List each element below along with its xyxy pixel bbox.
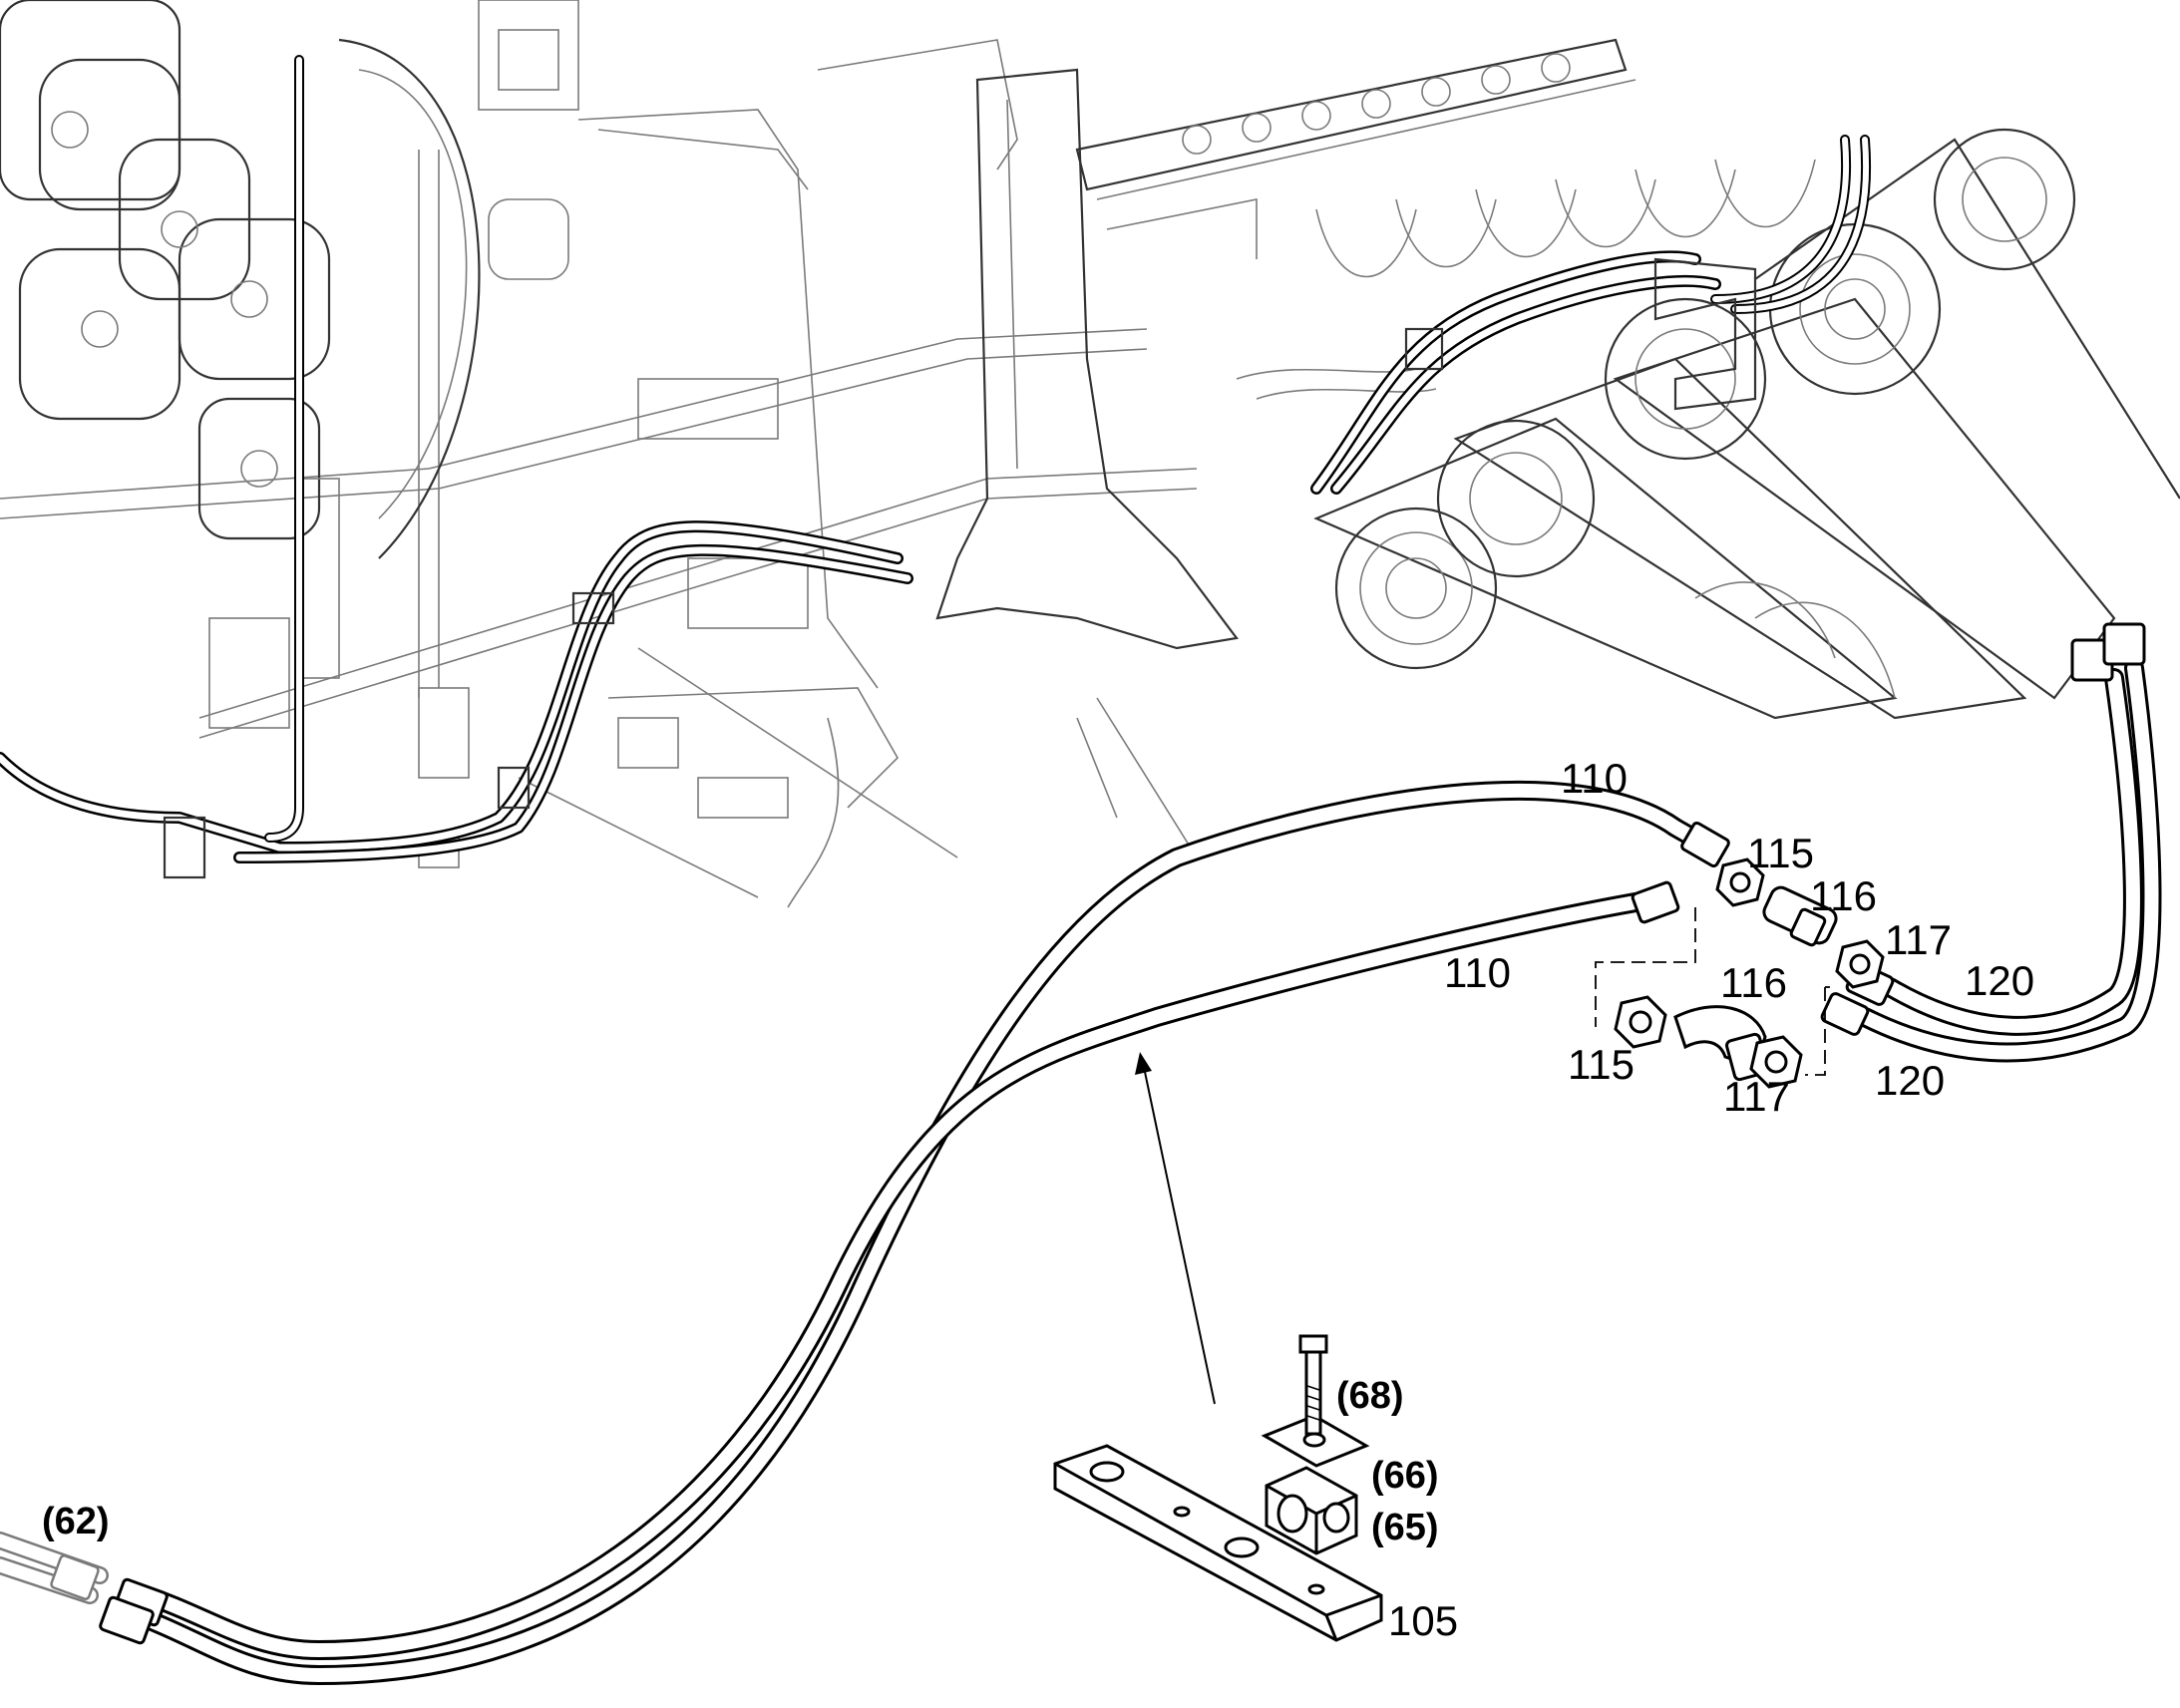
callout-pipe-120-upper: 120 bbox=[1965, 957, 2034, 1004]
existing-line-62 bbox=[0, 1532, 109, 1604]
fitting-117-upper bbox=[1835, 939, 1885, 989]
callout-clamp-half-65: (65) bbox=[1371, 1507, 1439, 1548]
callout-nut-115-lower: 115 bbox=[1568, 1041, 1635, 1088]
callout-adapter-116-upper: 116 bbox=[1810, 872, 1877, 919]
fitting-115-lower bbox=[1614, 995, 1667, 1049]
pivot-hubs bbox=[1334, 128, 2076, 670]
callout-nut-115-upper: 115 bbox=[1747, 830, 1814, 876]
manifold-blocks bbox=[1182, 53, 1571, 155]
callout-mounting-plate-105: 105 bbox=[1388, 1597, 1458, 1644]
assembly-leader-lines bbox=[1595, 907, 1830, 1076]
bolt-68 bbox=[1298, 1334, 1328, 1436]
callout-clamp-plate-66: (66) bbox=[1371, 1455, 1439, 1497]
callout-bolt-68: (68) bbox=[1336, 1375, 1404, 1417]
machine-frame bbox=[0, 0, 2180, 908]
callout-pipe-120-lower: 120 bbox=[1875, 1057, 1945, 1104]
clamp-plate-66 bbox=[1261, 1414, 1370, 1468]
clamp-half-65 bbox=[1265, 1466, 1358, 1555]
fitting-116-upper bbox=[1762, 885, 1838, 947]
pipe-120-upper bbox=[1880, 668, 2143, 1036]
callout-union-117-upper: 117 bbox=[1885, 916, 1952, 963]
fitting-117-lower bbox=[1749, 1035, 1803, 1089]
hose-110-end-fittings bbox=[99, 821, 1730, 1645]
mounting-plate-105 bbox=[1053, 1444, 1383, 1642]
callout-hose-110-lower: 110 bbox=[1444, 949, 1511, 996]
hose-110-lower bbox=[130, 892, 1645, 1660]
callout-hose-110-upper: 110 bbox=[1561, 755, 1628, 802]
callout-union-117-lower: 117 bbox=[1723, 1073, 1790, 1120]
hose-110-upper bbox=[115, 780, 1720, 1685]
pipe-120-lower bbox=[1855, 658, 2162, 1063]
callout-adapter-116-lower: 116 bbox=[1720, 959, 1787, 1006]
engine-block bbox=[0, 0, 340, 729]
routed-hoses bbox=[0, 55, 1872, 879]
callout-labels: 110 110 115 115 116 116 117 117 120 120 … bbox=[42, 755, 2034, 1644]
clamp-location-arrow bbox=[1135, 1052, 1216, 1405]
fitting-115-upper bbox=[1715, 857, 1765, 907]
callout-existing-line-62: (62) bbox=[42, 1501, 110, 1542]
